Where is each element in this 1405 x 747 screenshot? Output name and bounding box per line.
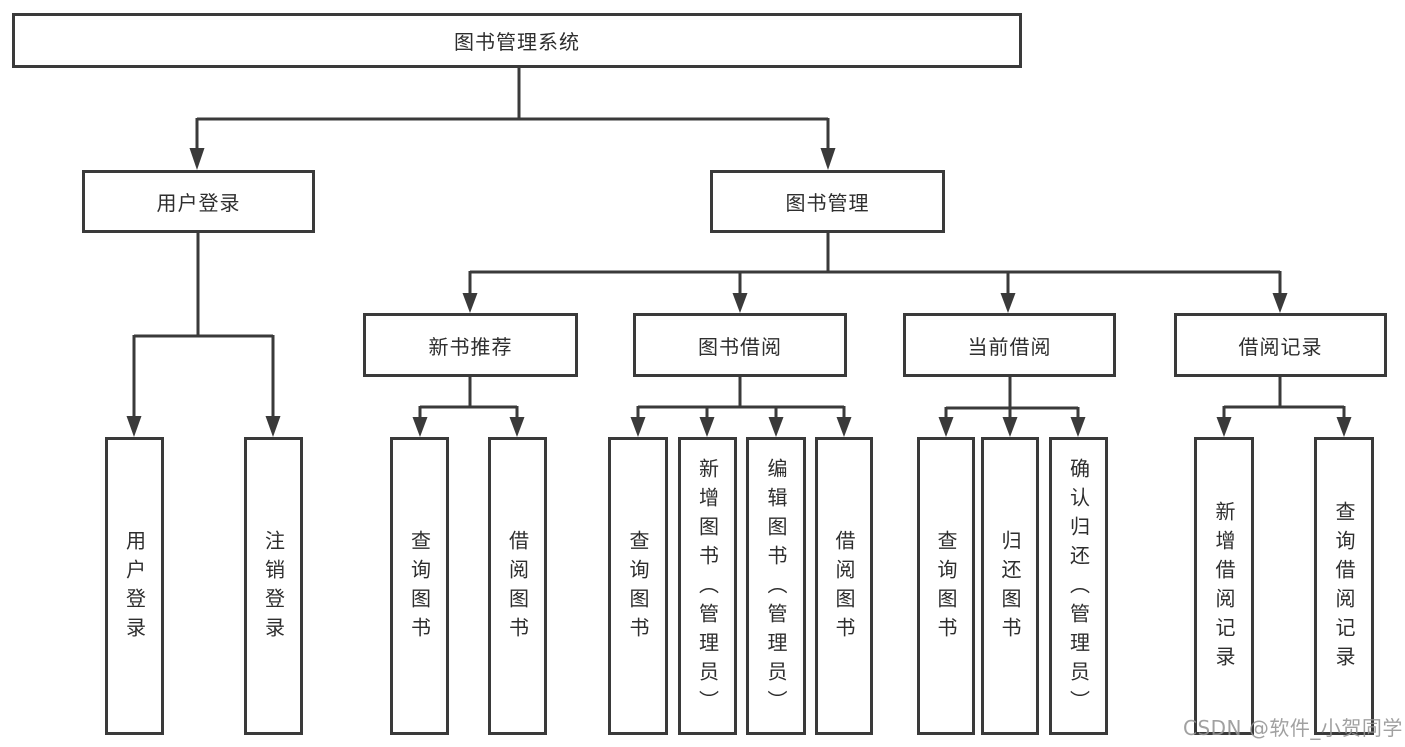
leaf-return-book: 归还图书 [981, 437, 1039, 735]
leaf-user-login: 用户登录 [105, 437, 164, 735]
node-new-book-recommend: 新书推荐 [363, 313, 578, 377]
node-user-login-label: 用户登录 [156, 191, 241, 215]
node-book-management: 图书管理 [710, 170, 945, 233]
leaf-edit-book-admin: 编辑图书（管理员） [746, 437, 806, 735]
node-current-borrow: 当前借阅 [903, 313, 1116, 377]
leaf-borrow-book-borrow: 借阅图书 [815, 437, 873, 735]
leaf-confirm-return-admin: 确认归还（管理员） [1049, 437, 1108, 735]
leaf-query-borrow-record: 查询借阅记录 [1314, 437, 1374, 735]
node-borrow-record: 借阅记录 [1174, 313, 1387, 377]
node-borrow-record-label: 借阅记录 [1238, 334, 1323, 359]
csdn-watermark: CSDN @软件_小贺同学 [1183, 716, 1403, 740]
leaf-add-borrow-record: 新增借阅记录 [1194, 437, 1254, 735]
node-user-login: 用户登录 [82, 170, 315, 233]
leaf-query-book-recommend: 查询图书 [390, 437, 449, 735]
leaf-query-book-current: 查询图书 [917, 437, 975, 735]
node-book-borrow: 图书借阅 [633, 313, 847, 377]
leaf-borrow-book-recommend: 借阅图书 [488, 437, 547, 735]
node-new-book-recommend-label: 新书推荐 [428, 334, 513, 359]
leaf-add-book-admin: 新增图书（管理员） [678, 437, 737, 735]
node-current-borrow-label: 当前借阅 [967, 334, 1052, 359]
node-book-management-label: 图书管理 [785, 191, 870, 215]
leaf-logout-login: 注销登录 [244, 437, 303, 735]
leaf-query-book-borrow: 查询图书 [608, 437, 668, 735]
node-root: 图书管理系统 [12, 13, 1022, 68]
node-book-borrow-label: 图书借阅 [698, 334, 782, 359]
node-root-label: 图书管理系统 [454, 30, 580, 54]
